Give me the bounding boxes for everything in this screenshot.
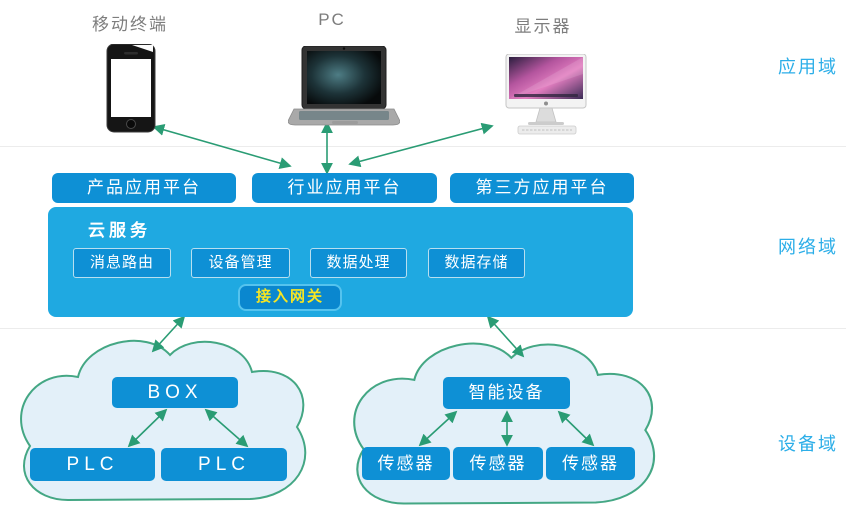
module-message-routing: 消息路由 (73, 248, 171, 278)
access-gateway: 接入网关 (238, 284, 342, 311)
monitor-icon (498, 53, 594, 138)
domain-label-network: 网络域 (778, 237, 838, 257)
cloud-hub-smart-device: 智能设备 (443, 377, 570, 409)
cloud-hub-box: BOX (112, 377, 238, 408)
domain-label-application: 应用域 (778, 57, 838, 77)
domain-label-device: 设备域 (778, 434, 838, 454)
arrow-box-plc2 (204, 408, 249, 448)
arrow-panel-plc-cloud (151, 315, 186, 353)
domain-divider-top (0, 146, 846, 147)
module-data-processing: 数据处理 (310, 248, 407, 278)
device-label-mobile: 移动终端 (92, 15, 168, 34)
domain-divider-bottom (0, 328, 846, 329)
arrow-box-plc1 (127, 408, 168, 448)
module-data-storage: 数据存储 (428, 248, 525, 278)
cloud-service-panel: 云服务 消息路由 设备管理 数据处理 数据存储 接入网关 (48, 207, 633, 317)
platform-thirdparty: 第三方应用平台 (450, 173, 634, 203)
module-device-management: 设备管理 (191, 248, 290, 278)
device-label-pc: PC (318, 10, 346, 29)
cloud-node-sensor-3: 传感器 (546, 447, 635, 480)
arrow-panel-sensor-cloud (486, 315, 525, 358)
platform-product: 产品应用平台 (52, 173, 236, 203)
cloud-node-plc-2: PLC (161, 448, 287, 481)
cloud-node-sensor-2: 传感器 (453, 447, 543, 480)
laptop-icon (287, 45, 401, 128)
cloud-service-title: 云服务 (88, 221, 151, 240)
arrow-hub-sensor3 (557, 410, 595, 447)
platform-industry: 行业应用平台 (252, 173, 437, 203)
device-label-monitor: 显示器 (514, 17, 572, 36)
cloud-node-plc-1: PLC (30, 448, 155, 481)
arrow-platform-monitor (348, 122, 494, 168)
smartphone-icon (106, 43, 156, 134)
cloud-node-sensor-1: 传感器 (362, 447, 450, 480)
arrow-hub-sensor1 (418, 410, 458, 447)
